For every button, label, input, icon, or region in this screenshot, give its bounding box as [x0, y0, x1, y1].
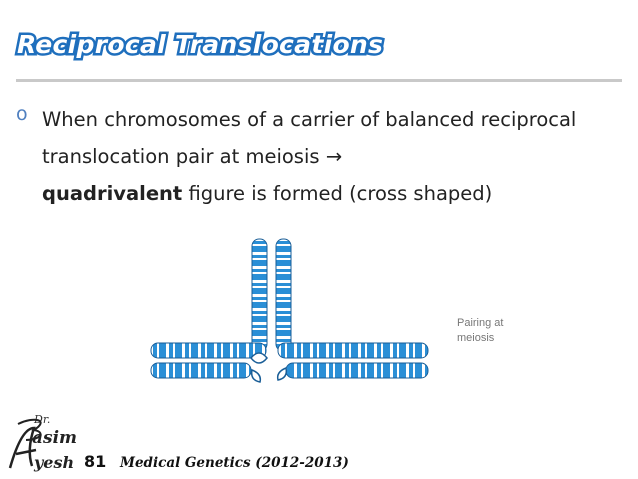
right-arrow-icon: → — [326, 145, 342, 168]
right-arm-top — [278, 343, 428, 358]
bold-term: quadrivalent — [42, 182, 182, 205]
slide-title: Reciprocal Translocations — [17, 30, 383, 59]
bullet-tail-text: figure is formed (cross shaped) — [182, 182, 492, 205]
svg-text:yesh: yesh — [33, 453, 74, 472]
upper-left-arm — [252, 239, 267, 351]
bullet-lead-text: When chromosomes of a carrier of balance… — [42, 108, 576, 168]
left-arm-bottom — [151, 363, 251, 378]
quadrivalent-figure — [148, 236, 438, 396]
right-arm-bottom — [286, 363, 428, 378]
hollow-circle-bullet-icon: o — [16, 104, 36, 124]
title-divider — [16, 79, 622, 82]
page-number: 81 — [84, 452, 106, 471]
figure-caption: Pairing at meiosis — [457, 316, 537, 346]
upper-right-arm — [276, 239, 291, 351]
author-logo: Dr. asim yesh — [4, 410, 79, 475]
left-arm-top — [151, 343, 266, 358]
bullet-text: When chromosomes of a carrier of balance… — [42, 101, 602, 212]
footer-text: Medical Genetics (2012-2013) — [120, 455, 349, 471]
